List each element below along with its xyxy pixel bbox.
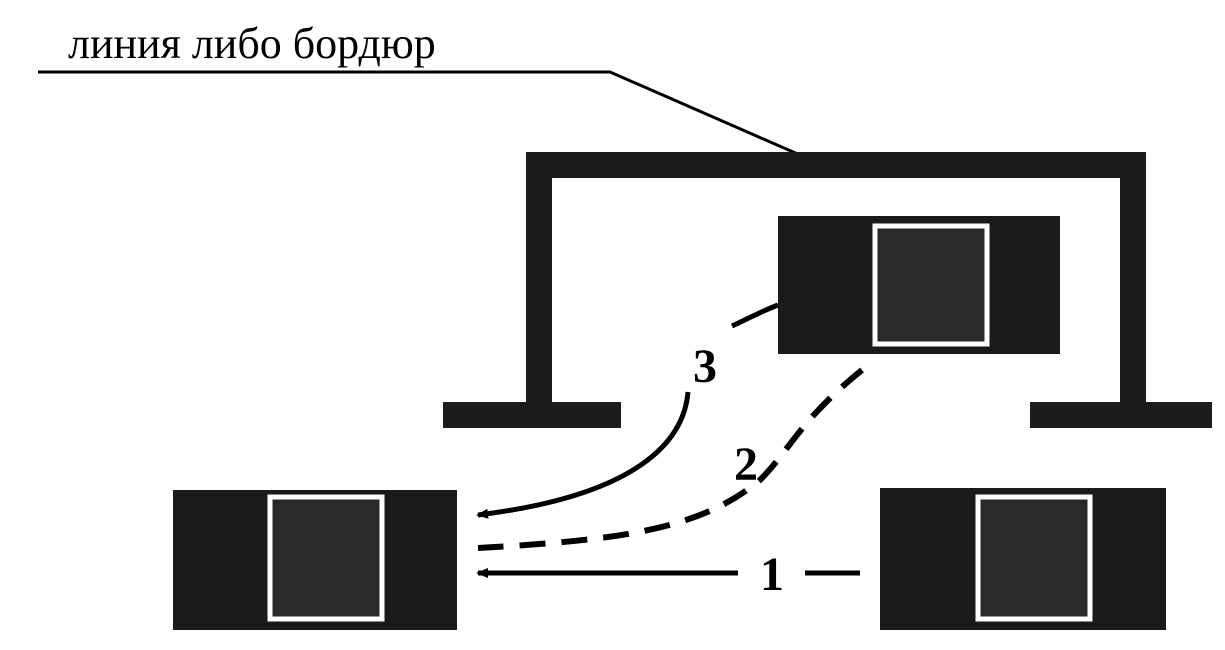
caption-label: линия либо бордюр: [68, 19, 436, 68]
barrier-left-post: [526, 152, 552, 412]
route-1: 1: [476, 548, 860, 601]
car-right-roof: [975, 494, 1093, 622]
barrier-right-foot: [1030, 402, 1212, 428]
route-3-arrow: [476, 391, 691, 519]
barrier: [443, 152, 1212, 428]
car-right: [880, 488, 1166, 630]
car-left: [173, 490, 457, 630]
route-3-label: 3: [693, 340, 717, 393]
car-left-roof: [267, 494, 385, 622]
car-parked: [778, 216, 1060, 354]
car-parked-roof: [872, 223, 990, 347]
barrier-right-post: [1120, 152, 1146, 412]
route-2-label: 2: [734, 438, 758, 491]
route-3-tail: [730, 302, 779, 329]
route-2-path: [477, 367, 864, 551]
route-3: 3: [476, 302, 779, 519]
barrier-top: [526, 152, 1146, 178]
caption-leader-line: [38, 70, 801, 157]
route-1-label: 1: [760, 548, 784, 601]
route-2: 2: [477, 367, 864, 551]
barrier-left-foot: [443, 402, 621, 428]
